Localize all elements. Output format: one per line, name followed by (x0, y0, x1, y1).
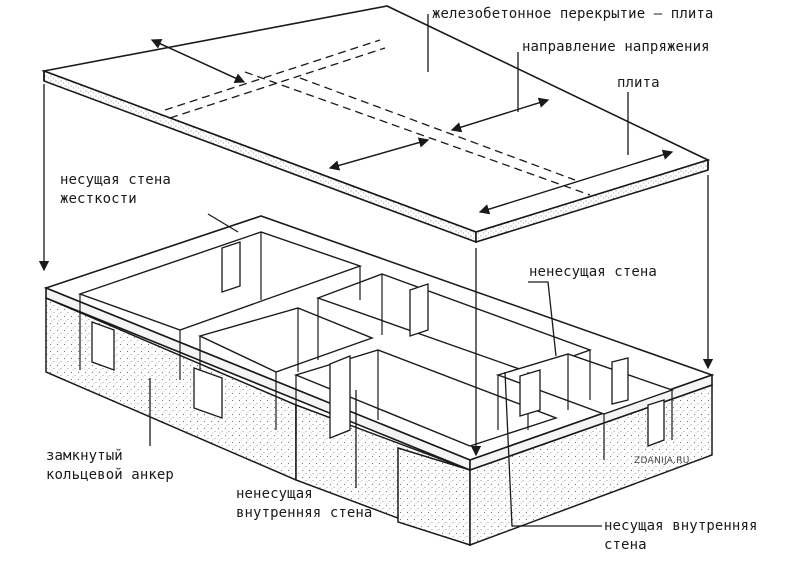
slab-label: плита (617, 75, 660, 91)
inner-bearing-wall-label-line2: стена (604, 537, 647, 553)
slab-dashed-lines (164, 39, 591, 196)
inner-non-bearing-wall-label-line2: внутренняя стена (236, 505, 373, 521)
stress-direction-label: направление напряжения (522, 39, 710, 55)
window-openings (91, 241, 665, 447)
slab-title-label: железобетонное перекрытие – плита (432, 6, 714, 22)
bearing-wall-label-line1: несущая стена (60, 172, 171, 188)
inner-bearing-wall-label-line1: несущая внутренняя (604, 518, 758, 534)
leader-lines (38, 14, 714, 527)
inner-non-bearing-wall-label-line1: ненесущая (236, 486, 313, 502)
stress-direction-arrows (150, 39, 674, 215)
non-bearing-wall-label: ненесущая стена (529, 264, 657, 280)
slab (41, 5, 711, 244)
watermark: ZDANIJA.RU (634, 456, 690, 466)
bearing-wall-label-line2: жесткости (60, 191, 137, 207)
ring-anchor-label-line1: замкнутый (46, 448, 123, 464)
ring-anchor-label-line2: кольцевой анкер (46, 467, 174, 483)
room-openings (77, 231, 675, 447)
